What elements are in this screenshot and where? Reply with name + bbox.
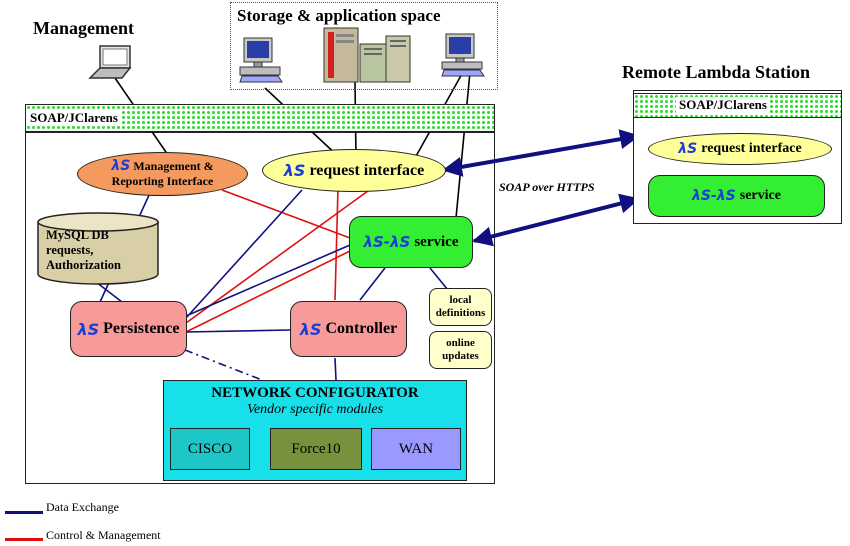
service-label: service [414,233,459,250]
persistence-node: λS Persistence [70,301,187,357]
mysql-line3: Authorization [46,258,121,272]
module-wan: WAN [371,428,461,470]
desktop-computer-icon [441,33,485,77]
lambda-symbol: λS [678,141,698,157]
configurator-title: NETWORK CONFIGURATOR [211,385,419,401]
mysql-label: MySQL DB requests, Authorization [46,228,121,273]
mysql-line1: MySQL DB [46,228,109,242]
module-cisco: CISCO [170,428,250,470]
data-request-to-persistence [185,189,303,319]
data-service-to-controller [359,267,386,301]
storage-box [230,2,498,90]
request-interface: λS request interface [262,149,446,192]
laptop-icon [88,45,132,79]
controller-node: λS Controller [290,301,407,357]
legend-control-line [5,538,43,541]
local-definitions-note: local definitions [429,288,492,326]
ls-ls-prefix: λS-λS [363,233,411,251]
control-service-to-persistence [185,249,353,333]
lambda-station-frame [25,132,495,484]
ls-ls-prefix: λS-λS [692,188,736,204]
request-interface-label: request interface [309,161,425,179]
legend-control-label: Control & Management [46,528,161,542]
data-service-to-local-defs [429,267,449,291]
configurator-subtitle: Vendor specific modules [246,402,384,417]
soap-over-https-label: SOAP over HTTPS [499,180,595,194]
lambda-symbol: λS [299,319,322,339]
mgmt-label-line1: Management & [133,159,214,173]
lambda-symbol: λS [283,161,306,180]
legend-data-exchange-label: Data Exchange [46,500,119,514]
mysql-database [37,212,159,285]
control-mgmt-to-service [221,189,351,239]
desktop-computer-icon [239,37,283,83]
online-updates-line1: online [446,337,475,349]
management-title: Management [33,18,134,38]
data-service-to-persistence [185,244,351,317]
soap-arrow-service [472,193,640,247]
storage-title: Storage & application space [237,6,441,25]
data-persistence-to-controller [185,329,291,333]
server-rack-icon [323,27,411,83]
data-mysql-to-persistence [95,281,123,303]
management-reporting-interface: λS Management & Reporting Interface [77,152,248,196]
legend-data-exchange-line [5,511,43,514]
data-controller-to-configurator [334,357,337,381]
line-desktop-to-service [455,71,471,219]
remote-request-interface: λS request interface [648,133,832,165]
mysql-line2: requests, [46,243,94,257]
online-updates-line2: updates [442,350,479,362]
data-persistence-to-configurator [184,349,263,381]
remote-ls-ls-service: λS-λS service [648,175,825,217]
local-defs-line2: definitions [435,307,486,319]
remote-request-label: request interface [701,141,802,156]
lambda-symbol: λS [77,319,100,339]
control-request-to-persistence [185,187,373,324]
mgmt-label-line2: Reporting Interface [111,174,214,188]
ls-ls-service: λS-λS service [349,216,473,268]
control-request-to-controller [334,187,339,301]
remote-soap-jclarens-label: SOAP/JClarens [676,97,770,113]
local-defs-line1: local [449,294,472,306]
remote-title: Remote Lambda Station [622,62,810,82]
persistence-label: Persistence [103,320,180,337]
remote-service-label: service [739,188,781,203]
soap-arrow-request [442,129,640,177]
module-force10: Force10 [270,428,362,470]
online-updates-note: online updates [429,331,492,369]
lambda-symbol: λS [111,158,131,174]
soap-jclarens-label: SOAP/JClarens [27,110,121,126]
controller-label: Controller [325,320,398,337]
